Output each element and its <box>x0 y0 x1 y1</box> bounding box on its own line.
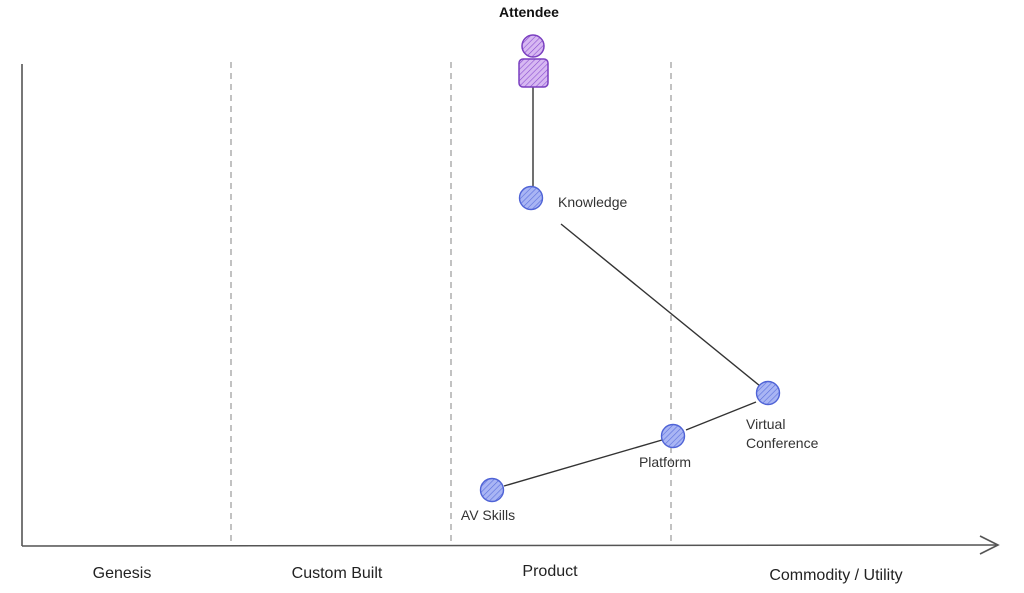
person-icon[interactable] <box>518 34 549 88</box>
component-label-platform: Platform <box>639 454 691 470</box>
component-av-skills[interactable] <box>479 477 505 503</box>
link-knowledge-virtual-conference <box>560 223 761 387</box>
component-label-knowledge: Knowledge <box>558 194 627 210</box>
stage-label-commodity-utility: Commodity / Utility <box>769 567 902 584</box>
component-knowledge[interactable] <box>518 185 544 211</box>
component-virtual-conference[interactable] <box>755 380 781 406</box>
stage-label-genesis: Genesis <box>93 565 152 582</box>
stage-label-product: Product <box>522 563 578 580</box>
link-virtual-conference-platform <box>685 401 757 431</box>
component-label-av-skills: AV Skills <box>461 507 515 523</box>
person-icon-body <box>518 58 549 88</box>
person-icon-head <box>521 34 545 58</box>
x-axis <box>21 544 999 547</box>
component-label-conference: Conference <box>746 435 819 451</box>
attendee-label: Attendee <box>499 4 559 20</box>
x-axis-arrowhead <box>979 535 1000 555</box>
component-label-virtual: Virtual <box>746 416 785 432</box>
stage-label-custom-built: Custom Built <box>292 565 383 582</box>
link-platform-av-skills <box>503 439 663 487</box>
component-platform[interactable] <box>660 423 686 449</box>
